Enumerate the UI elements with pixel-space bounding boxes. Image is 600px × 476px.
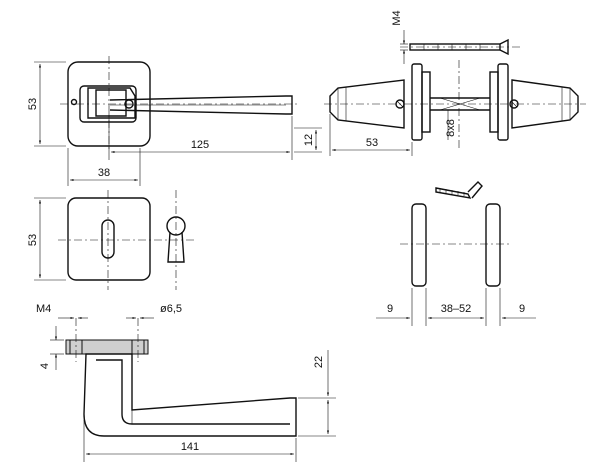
dim-side-depth: 53 (329, 114, 413, 156)
dim-rose-height-label: 53 (27, 98, 39, 110)
front-lever-view (60, 56, 300, 150)
dim-lever-length-label: 125 (191, 139, 209, 151)
dim-hole-diameter-label: ø6,5 (160, 303, 182, 315)
dim-hole-diameter: ø6,5 (126, 303, 182, 320)
dim-rose-thickness-right-label: 9 (519, 303, 525, 315)
dim-screw-height-label: 4 (39, 363, 51, 369)
dim-door-thickness-label: 38–52 (441, 303, 472, 315)
dim-rose-width-label: 38 (98, 167, 110, 179)
dim-lever-thickness: 12 (294, 127, 322, 153)
dim-lever-total-length: 141 (83, 420, 297, 462)
door-section-view (400, 203, 512, 326)
dim-lever-height-label: 22 (313, 356, 325, 368)
dim-side-depth-label: 53 (366, 137, 378, 149)
dim-screw-height: 4 (39, 326, 64, 370)
dim-rose-width: 38 (67, 148, 141, 186)
through-bolt (400, 38, 520, 56)
fixing-screw (435, 181, 483, 199)
dim-door-thickness: 9 38–52 9 (376, 303, 536, 320)
lever-profile-view (65, 318, 297, 437)
dim-lever-height: 22 (298, 350, 336, 437)
dim-thread-top: M4 (391, 10, 408, 64)
dim-rose-height: 53 (27, 61, 66, 147)
dim-square-spindle: 8x8 (445, 110, 457, 140)
dim-square-spindle-label: 8x8 (445, 119, 457, 137)
dim-rose-thickness-left-label: 9 (387, 303, 393, 315)
dim-escutcheon-height: 53 (27, 197, 66, 281)
dim-lever-total-length-label: 141 (181, 441, 199, 453)
dim-escutcheon-height-label: 53 (27, 234, 39, 246)
dim-thread-bottom-label: M4 (36, 303, 51, 315)
dim-thread-bottom: M4 (36, 303, 88, 320)
dim-thread-top-label: M4 (391, 10, 403, 25)
side-assembly-view (324, 60, 586, 150)
escutcheon-view (58, 190, 196, 290)
dim-lever-thickness-label: 12 (303, 134, 315, 146)
dim-lever-length: 125 (108, 112, 293, 160)
